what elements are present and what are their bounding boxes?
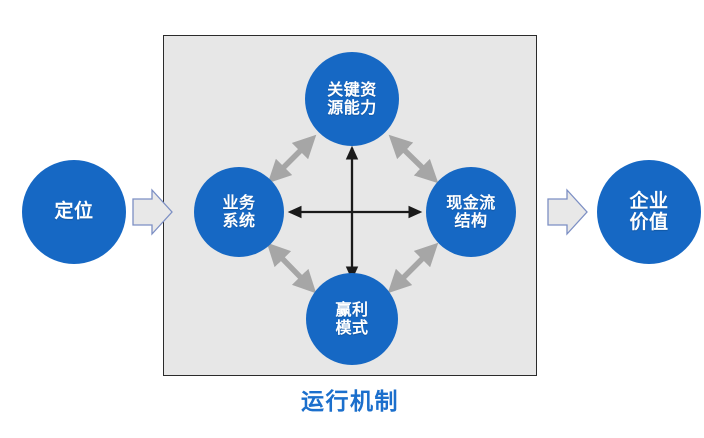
- node-cashflow-structure[interactable]: 现金流 结构: [426, 167, 516, 257]
- arrow-mechanism-to-value: [547, 188, 588, 236]
- node-cashflow-structure-line-2: 结构: [454, 211, 488, 230]
- node-profit-model-line-1: 赢利: [335, 300, 369, 320]
- node-business-system[interactable]: 业务 系统: [194, 167, 284, 257]
- node-enterprise-value[interactable]: 企业 价值: [597, 160, 701, 264]
- node-positioning-line-1: 定位: [54, 200, 94, 223]
- node-profit-model[interactable]: 赢利 模式: [306, 273, 398, 365]
- node-enterprise-value-line-2: 价值: [629, 211, 669, 233]
- node-enterprise-value-line-1: 企业: [629, 189, 669, 212]
- node-business-system-line-2: 系统: [222, 211, 256, 230]
- node-key-resources-line-1: 关键资: [327, 80, 377, 100]
- node-positioning[interactable]: 定位: [22, 160, 126, 264]
- node-key-resources[interactable]: 关键资 源能力: [305, 52, 399, 146]
- node-cashflow-structure-line-1: 现金流: [446, 193, 496, 213]
- mechanism-caption: 运行机制: [301, 389, 399, 415]
- node-profit-model-line-2: 模式: [335, 318, 369, 337]
- node-key-resources-line-2: 源能力: [327, 98, 377, 117]
- node-business-system-line-1: 业务: [222, 193, 256, 213]
